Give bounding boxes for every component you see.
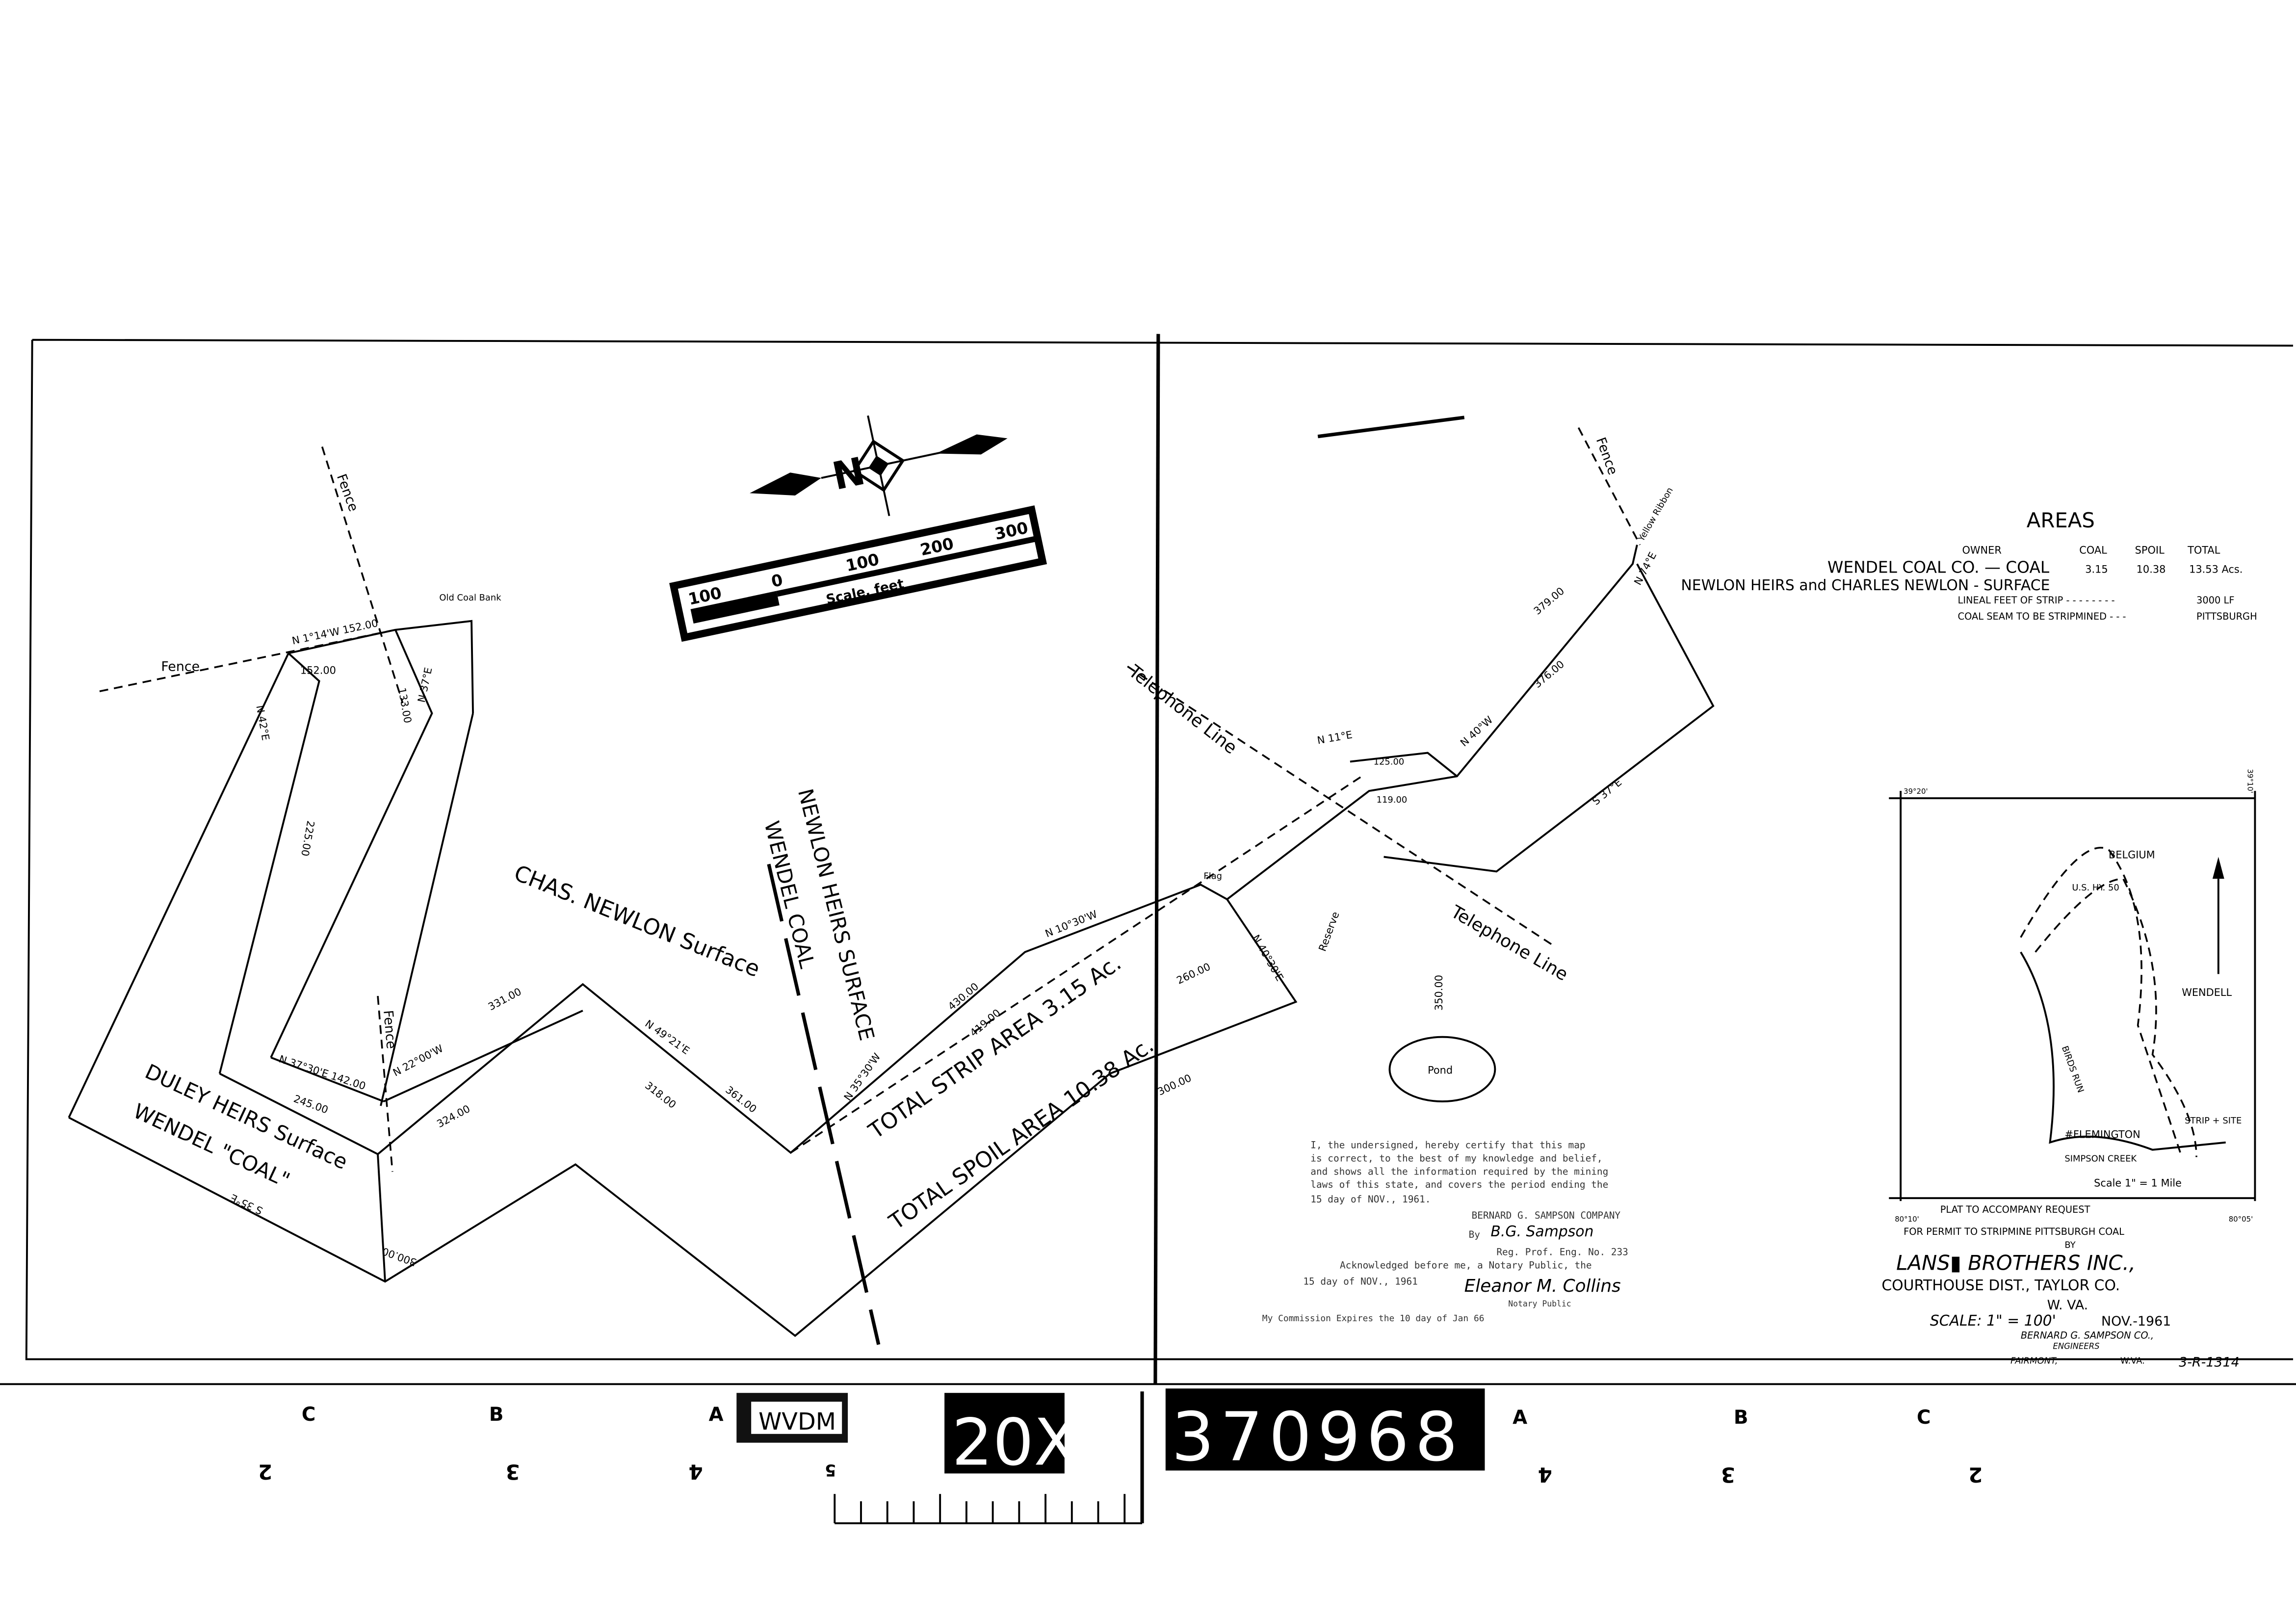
title-state: W. VA. <box>2047 1298 2088 1313</box>
areas-owner-surface: NEWLON HEIRS and CHARLES NEWLON - SURFAC… <box>1681 577 2050 594</box>
strip-boundary-lines <box>68 545 1715 1337</box>
inset-place: BELGIUM <box>2109 849 2155 861</box>
certification-line: I, the undersigned, hereby certify that … <box>1310 1140 1585 1151</box>
film-number: 2 <box>258 1460 272 1484</box>
film-number: 4 <box>689 1460 703 1484</box>
inset-place: STRIP + SITE <box>2185 1116 2242 1126</box>
film-letter: B <box>1734 1407 1748 1429</box>
certification-line: is correct, to the best of my knowledge … <box>1310 1153 1602 1164</box>
label-fence: Fence <box>380 1010 399 1049</box>
pond-outline <box>1388 1036 1496 1103</box>
title-scale: SCALE: 1" = 100' <box>1930 1312 2056 1330</box>
certification-reg-no: Reg. Prof. Eng. No. 233 <box>1496 1247 1628 1258</box>
title-company: LANS▮ BROTHERS INC., <box>1896 1251 2136 1275</box>
label-pond: Pond <box>1428 1064 1453 1076</box>
film-number: 4 <box>1538 1462 1552 1487</box>
inset-place: WENDELL <box>2182 987 2232 998</box>
film-number: 2 <box>1968 1462 1983 1487</box>
inset-place: U.S. HY. 50 <box>2072 883 2119 893</box>
certification-line: laws of this state, and covers the perio… <box>1310 1179 1608 1190</box>
film-letter: A <box>1513 1407 1527 1429</box>
coal-seam-value: PITTSBURGH <box>2196 611 2257 622</box>
areas-header-spoil: SPOIL <box>2135 545 2165 556</box>
film-number: 3 <box>505 1460 520 1484</box>
inset-coord: 80°05' <box>2229 1215 2253 1224</box>
title-engineer: BERNARD G. SAMPSON CO., <box>2021 1330 2154 1341</box>
distance-label: 350.00 <box>1433 975 1445 1011</box>
title-date: NOV.-1961 <box>2101 1314 2171 1329</box>
label-flag: Flag <box>1203 871 1222 881</box>
areas-header-owner: OWNER <box>1962 545 2001 556</box>
certification-line: and shows all the information required b… <box>1310 1166 1608 1177</box>
areas-total-value: 13.53 Acs. <box>2189 563 2243 575</box>
areas-coal-value: 3.15 <box>2085 563 2108 575</box>
lineal-feet-label: LINEAL FEET OF STRIP - - - - - - - - <box>1958 595 2115 606</box>
title-block: PLAT TO ACCOMPANY REQUEST FOR PERMIT TO … <box>1881 1204 2239 1370</box>
areas-header-coal: COAL <box>2079 545 2107 556</box>
film-letter: B <box>489 1404 504 1426</box>
acknowledged-date: 15 day of NOV., 1961 <box>1303 1276 1417 1287</box>
film-frame-number: 370968 <box>1172 1399 1464 1477</box>
certification-by: By <box>1469 1229 1480 1240</box>
film-reduction: 20X <box>952 1405 1078 1480</box>
title-engineers: ENGINEERS <box>2053 1342 2100 1351</box>
inset-scale: Scale 1" = 1 Mile <box>2094 1177 2182 1189</box>
title-line: PLAT TO ACCOMPANY REQUEST <box>1940 1204 2090 1215</box>
film-letter: A <box>709 1404 724 1426</box>
areas-title: AREAS <box>2027 508 2095 532</box>
film-strip: C B A A B C 2 3 4 5 4 3 2 WVDM 20X 37096… <box>258 1388 1983 1524</box>
title-city-state: W.VA. <box>2120 1356 2145 1366</box>
sheet-fold-line <box>1153 334 1160 1384</box>
title-district: COURTHOUSE DIST., TAYLOR CO. <box>1881 1277 2120 1294</box>
film-letter: C <box>1917 1407 1931 1429</box>
label-old-coal-bank: Old Coal Bank <box>439 593 501 603</box>
film-number: 3 <box>1721 1462 1735 1487</box>
areas-table: AREAS OWNER COAL SPOIL TOTAL WENDEL COAL… <box>1681 508 2257 622</box>
title-line: FOR PERMIT TO STRIPMINE PITTSBURGH COAL <box>1904 1226 2124 1237</box>
north-arrow: N <box>750 415 1008 517</box>
inset-coord: 80°10' <box>1895 1215 1919 1224</box>
inset-coord: 39°20' <box>1904 787 1928 796</box>
areas-owner-coal: WENDEL COAL CO. — COAL <box>1827 558 2050 576</box>
film-stamp: WVDM <box>758 1408 836 1435</box>
inset-coord: 39°10' <box>2246 769 2255 793</box>
drawing-number: 3-R-1314 <box>2179 1355 2239 1370</box>
distance-label: 152.00 <box>300 664 336 676</box>
inset-north-arrow-icon <box>2212 857 2224 879</box>
film-number: 5 <box>825 1461 836 1480</box>
notary-label: Notary Public <box>1508 1299 1571 1308</box>
notary-signature: Eleanor M. Collins <box>1464 1276 1621 1296</box>
distance-label: 119.00 <box>1377 795 1408 805</box>
boundary-and-utility-lines <box>99 416 1641 1345</box>
inset-place: SIMPSON CREEK <box>2064 1154 2137 1164</box>
label-fence: Fence <box>161 659 200 674</box>
commission-expires: My Commission Expires the 10 day of Jan … <box>1262 1313 1485 1324</box>
areas-spoil-value: 10.38 <box>2137 563 2166 575</box>
areas-header-total: TOTAL <box>2187 545 2220 556</box>
certification-block: I, the undersigned, hereby certify that … <box>1262 1140 1628 1324</box>
film-ruler <box>834 1391 1144 1524</box>
lineal-feet-value: 3000 LF <box>2196 595 2234 606</box>
certification-company: BERNARD G. SAMPSON COMPANY <box>1472 1210 1621 1221</box>
coal-seam-label: COAL SEAM TO BE STRIPMINED - - - <box>1958 611 2126 622</box>
film-letter: C <box>302 1404 315 1426</box>
inset-place: #FLEMINGTON <box>2064 1129 2140 1141</box>
scale-bar: 100 0 100 200 300 Scale, feet <box>669 505 1047 642</box>
certification-line: 15 day of NOV., 1961. <box>1310 1194 1431 1205</box>
title-line: BY <box>2064 1240 2075 1251</box>
plat-frame <box>0 334 2296 1385</box>
acknowledged-line: Acknowledged before me, a Notary Public,… <box>1340 1259 1592 1271</box>
title-city: FAIRMONT, <box>2010 1356 2058 1366</box>
engineer-signature: B.G. Sampson <box>1490 1223 1593 1240</box>
distance-label: 125.00 <box>1374 756 1405 767</box>
